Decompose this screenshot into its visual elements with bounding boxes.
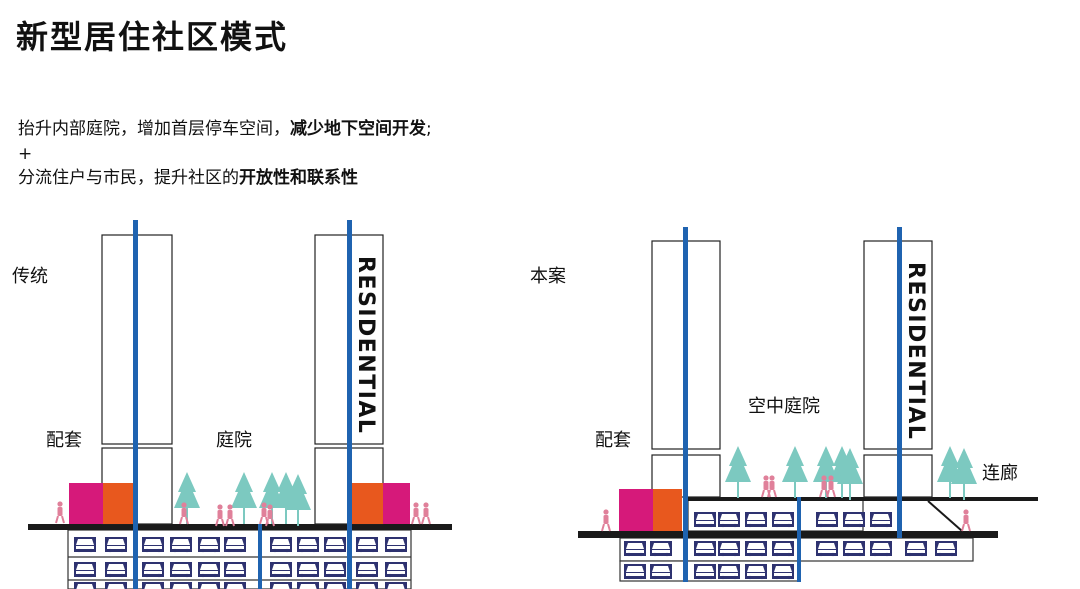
car-icon: [843, 512, 865, 528]
car-icon: [650, 564, 672, 580]
left-diagram: RESIDENTIAL: [28, 220, 452, 589]
car-icon: [650, 541, 672, 557]
car-icon: [270, 562, 292, 578]
car-icon: [694, 564, 716, 580]
car-icon: [718, 512, 740, 528]
left-amenity-orange-right: [352, 483, 383, 524]
right-amenity-label: 配套: [595, 430, 631, 451]
car-icon: [694, 512, 716, 528]
car-icon: [198, 562, 220, 578]
car-icon: [843, 541, 865, 557]
car-icon: [772, 541, 794, 557]
car-icon: [74, 562, 96, 578]
description-line-3-bold: 开放性和联系性: [239, 168, 358, 188]
car-icon: [905, 541, 927, 557]
car-icon: [270, 537, 292, 553]
description-line-1-bold: 减少地下空间开发: [290, 119, 426, 139]
left-ground-slab: [28, 524, 452, 530]
car-icon: [324, 537, 346, 553]
car-icon: [385, 537, 407, 553]
car-icon: [198, 537, 220, 553]
car-icon: [324, 562, 346, 578]
right-tower-label: RESIDENTIAL: [903, 262, 928, 440]
description-line-1: 抬升内部庭院，增加首层停车空间，减少地下空间开发;: [18, 118, 432, 140]
car-icon: [745, 541, 767, 557]
right-bridge-ramp: [927, 500, 963, 532]
description-line-1-end: ;: [426, 119, 432, 139]
car-icon: [224, 582, 246, 589]
car-icon: [105, 537, 127, 553]
left-amenity-magenta-right: [383, 483, 410, 524]
car-icon: [170, 562, 192, 578]
car-icon: [356, 562, 378, 578]
car-icon: [356, 537, 378, 553]
car-icon: [816, 512, 838, 528]
car-icon: [745, 564, 767, 580]
right-amenity-orange: [653, 489, 682, 531]
left-amenity-label: 配套: [46, 430, 82, 451]
car-icon: [694, 541, 716, 557]
description-line-3: 分流住户与市民，提升社区的开放性和联系性: [18, 167, 358, 189]
right-core-b: [897, 227, 902, 538]
car-icon: [198, 582, 220, 589]
description-line-2: +: [18, 144, 33, 164]
right-diagram-label: 本案: [530, 266, 566, 287]
car-icon: [170, 582, 192, 589]
page-title: 新型居住社区模式: [16, 18, 289, 56]
car-icon: [105, 582, 127, 589]
car-icon: [745, 512, 767, 528]
car-icon: [772, 512, 794, 528]
car-icon: [74, 537, 96, 553]
left-courtyard-label: 庭院: [216, 430, 252, 451]
car-icon: [935, 541, 957, 557]
right-core-c: [797, 497, 801, 582]
car-icon: [718, 564, 740, 580]
car-icon: [270, 582, 292, 589]
car-icon: [142, 582, 164, 589]
left-trees: [174, 472, 311, 526]
car-icon: [385, 582, 407, 589]
right-core-a: [683, 227, 688, 582]
car-icon: [142, 537, 164, 553]
car-icon: [624, 541, 646, 557]
car-icon: [356, 582, 378, 589]
right-sky-courtyard-label: 空中庭院: [748, 396, 820, 417]
right-deck-slab: [688, 497, 1038, 501]
car-icon: [870, 512, 892, 528]
car-icon: [385, 562, 407, 578]
car-icon: [816, 541, 838, 557]
description-line-1-plain: 抬升内部庭院，增加首层停车空间，: [18, 119, 290, 139]
right-bridge-label: 连廊: [982, 463, 1018, 484]
car-icon: [870, 541, 892, 557]
car-icon: [297, 562, 319, 578]
car-icon: [224, 562, 246, 578]
right-amenity-magenta: [619, 489, 653, 531]
car-icon: [624, 564, 646, 580]
car-icon: [74, 582, 96, 589]
left-tower-label: RESIDENTIAL: [353, 256, 378, 434]
left-core-a: [133, 220, 138, 589]
car-icon: [142, 562, 164, 578]
car-icon: [297, 582, 319, 589]
car-icon: [105, 562, 127, 578]
left-amenity-magenta: [69, 483, 103, 524]
left-core-c: [258, 524, 262, 589]
left-core-b: [347, 220, 352, 589]
car-icon: [224, 537, 246, 553]
car-icon: [772, 564, 794, 580]
car-icon: [170, 537, 192, 553]
left-amenity-orange: [103, 483, 133, 524]
car-icon: [718, 541, 740, 557]
car-icon: [324, 582, 346, 589]
car-icon: [297, 537, 319, 553]
description-line-3-plain: 分流住户与市民，提升社区的: [18, 168, 239, 188]
right-ground-slab: [578, 531, 998, 538]
left-diagram-label: 传统: [12, 266, 48, 287]
